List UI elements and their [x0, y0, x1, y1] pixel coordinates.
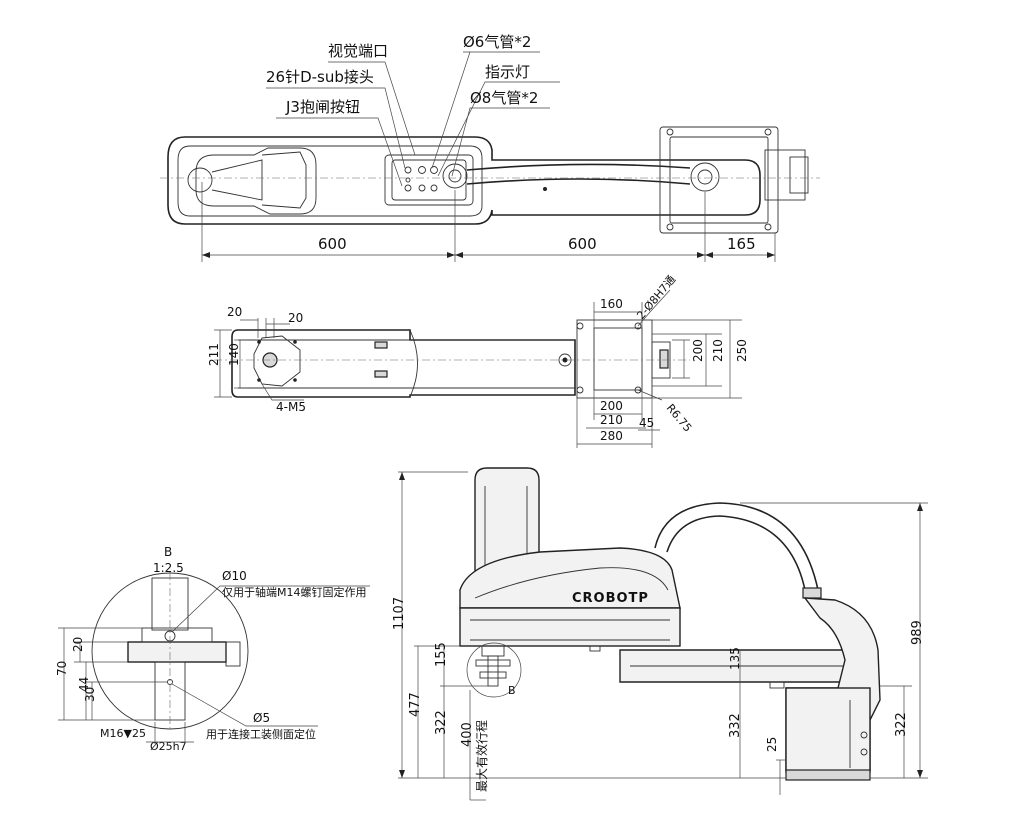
label-r6-75: R6.75 [664, 402, 695, 435]
dim-210-horizontal: 210 [600, 413, 623, 427]
callout-tube-8: Ø8气管*2 [470, 89, 538, 107]
dim-155: 155 [434, 642, 449, 667]
note-phi5: 用于连接工装侧面定位 [206, 727, 316, 741]
dim-70: 70 [55, 661, 69, 676]
marker-b: B [508, 684, 516, 697]
detail-b-scale: 1:2.5 [153, 561, 184, 575]
dim-25: 25 [765, 737, 779, 752]
dim-200-horizontal: 200 [600, 399, 623, 413]
side-view: CROBOTP B 1107 477 [392, 467, 928, 801]
dim-477: 477 [408, 692, 423, 717]
dim-989: 989 [910, 620, 925, 645]
note-phi10: 仅用于轴端M14螺钉固定作用 [222, 585, 367, 599]
dim-arm2-600: 600 [568, 235, 597, 253]
dim-45: 45 [639, 416, 654, 430]
dim-arm1-600: 600 [318, 235, 347, 253]
dim-332: 332 [728, 713, 743, 738]
dim-base-165: 165 [727, 235, 756, 253]
label-4-m5: 4-M5 [276, 400, 306, 414]
dim-280-horizontal: 280 [600, 429, 623, 443]
dim-1107: 1107 [392, 597, 407, 630]
label-phi10: Ø10 [222, 569, 247, 583]
dim-44: 44 [77, 677, 91, 692]
dim-400: 400 [460, 722, 475, 747]
top-view: 视觉端口 26针D-sub接头 J3抱闸按钮 Ø6气管*2 指示灯 Ø8气管*2… [160, 33, 820, 262]
callout-j3-brake-button: J3抱闸按钮 [285, 98, 360, 116]
dim-20-detail: 20 [71, 637, 85, 652]
dim-322-left: 322 [434, 710, 449, 735]
dim-20b: 20 [288, 311, 303, 325]
callout-dsub-connector: 26针D-sub接头 [266, 68, 374, 86]
dim-160: 160 [600, 297, 623, 311]
dim-140: 140 [227, 343, 241, 366]
label-phi25: Ø25h7 [150, 740, 187, 753]
label-phi5: Ø5 [253, 711, 270, 725]
dim-211: 211 [207, 343, 221, 366]
brand-logo: CROBOTP [572, 591, 649, 606]
dim-250-vertical: 250 [735, 339, 749, 362]
label-hole-8h7: 2-Ø8H7通 [634, 273, 678, 322]
dim-210-vertical: 210 [711, 339, 725, 362]
detail-b-title: B [164, 545, 172, 559]
label-m16: M16▼25 [100, 727, 146, 740]
dim-30: 30 [83, 687, 97, 702]
dim-200-vertical: 200 [691, 339, 705, 362]
detail-b: B 1:2.5 Ø10 仅用于轴端M14螺钉固定作用 Ø5 用于连接工装侧面定位… [55, 545, 370, 753]
dim-135: 135 [728, 647, 742, 670]
dim-322-right: 322 [894, 712, 909, 737]
callout-tube-6: Ø6气管*2 [463, 33, 531, 51]
callout-indicator: 指示灯 [485, 63, 530, 81]
bottom-view: 211 140 20 20 4-M5 160 2-Ø8H7通 200 210 2… [207, 273, 749, 448]
label-max-stroke: 最大有效行程 [474, 720, 489, 792]
callout-vision-port: 视觉端口 [328, 42, 388, 60]
dim-20a: 20 [227, 305, 242, 319]
